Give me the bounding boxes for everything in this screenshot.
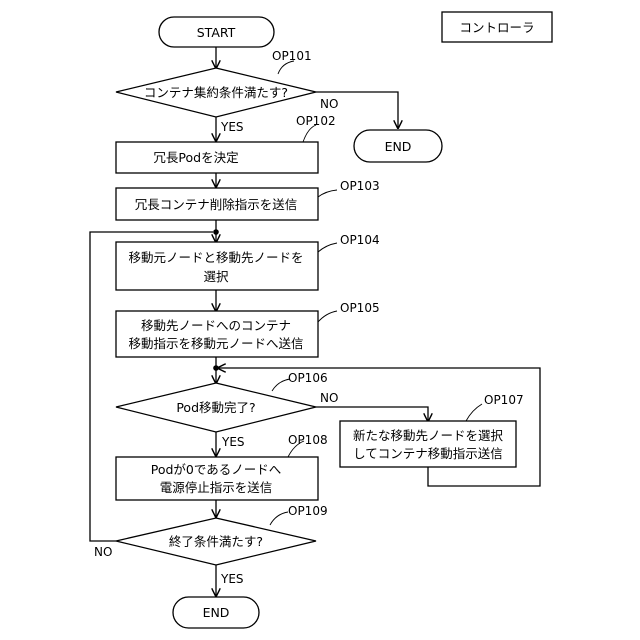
op109-id: OP109 [288, 504, 328, 518]
junction-dot-op106 [213, 365, 219, 371]
op102-id: OP102 [296, 114, 336, 128]
op109-leader [270, 512, 288, 525]
op107-line2: してコンテナ移動指示送信 [353, 446, 503, 461]
op103-text: 冗長コンテナ削除指示を送信 [135, 197, 298, 212]
op106-no-label: NO [320, 391, 338, 405]
op109-decision: 終了条件満たす? [116, 518, 316, 565]
op108-id: OP108 [288, 433, 328, 447]
end-terminal-top: END [354, 130, 442, 162]
op107-leader [466, 404, 482, 421]
start-terminal: START [159, 17, 274, 47]
op108-line2: 電源停止指示を送信 [160, 480, 273, 495]
op107-id: OP107 [484, 393, 524, 407]
op103-process: 冗長コンテナ削除指示を送信 [116, 188, 318, 220]
controller-legend: コントローラ [442, 12, 552, 42]
junction-dot-op104 [213, 229, 219, 235]
op108-process: Podが0であるノードへ 電源停止指示を送信 [116, 457, 318, 500]
controller-legend-label: コントローラ [459, 20, 534, 35]
op105-leader [318, 311, 337, 322]
op104-line1: 移動元ノードと移動先ノードを [128, 250, 303, 265]
op101-no-label: NO [320, 97, 338, 111]
op105-process: 移動先ノードへのコンテナ 移動指示を移動元ノードへ送信 [116, 311, 318, 357]
end-top-label: END [385, 139, 412, 154]
op103-leader [318, 190, 337, 197]
op102-process: 冗長Podを決定 [116, 142, 318, 173]
op106-yes-label: YES [221, 435, 245, 449]
op106-id: OP106 [288, 371, 328, 385]
op106-decision: Pod移動完了? [116, 383, 316, 432]
op105-line1: 移動先ノードへのコンテナ [141, 318, 291, 333]
op103-id: OP103 [340, 179, 380, 193]
op104-process: 移動元ノードと移動先ノードを 選択 [116, 242, 318, 290]
op109-no-label: NO [94, 545, 112, 559]
op106-text: Pod移動完了? [176, 400, 255, 415]
op109-text: 終了条件満たす? [169, 534, 263, 549]
op101-text: コンテナ集約条件満たす? [144, 85, 288, 100]
op109-yes-label: YES [220, 572, 244, 586]
op108-line1: Podが0であるノードへ [151, 462, 282, 477]
op104-line2: 選択 [203, 269, 229, 284]
start-label: START [197, 25, 236, 40]
op104-leader [318, 243, 337, 252]
op101-id: OP101 [272, 49, 312, 63]
end-terminal-bottom: END [173, 597, 259, 628]
op105-line2: 移動指示を移動元ノードへ送信 [128, 336, 303, 351]
op107-line1: 新たな移動先ノードを選択 [353, 428, 504, 443]
op101-decision: コンテナ集約条件満たす? [116, 68, 316, 117]
op101-yes-label: YES [220, 120, 244, 134]
connector-op106-no-op107 [316, 407, 428, 421]
op107-process: 新たな移動先ノードを選択 してコンテナ移動指示送信 [340, 421, 516, 467]
op105-id: OP105 [340, 301, 380, 315]
op104-id: OP104 [340, 233, 380, 247]
end-bottom-label: END [203, 605, 230, 620]
op102-text: 冗長Podを決定 [153, 150, 238, 165]
